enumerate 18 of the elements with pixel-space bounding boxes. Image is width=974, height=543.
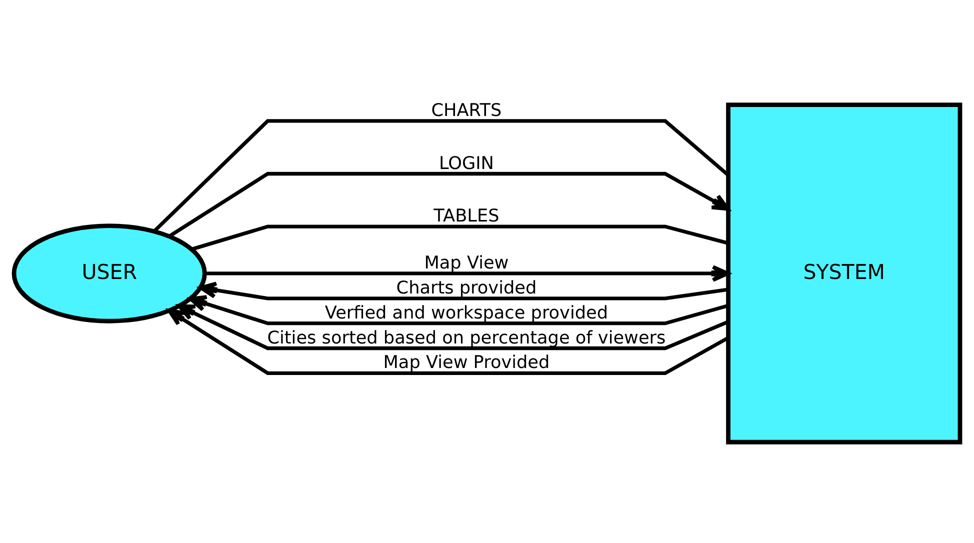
node-box: SYSTEM: [726, 102, 962, 444]
edge-label: CHARTS: [431, 100, 502, 120]
arrow: [188, 294, 728, 325]
node-ellipse: USER: [12, 223, 207, 323]
edge-label: Charts provided: [396, 278, 537, 298]
arrow: [167, 308, 729, 375]
edge-label: TABLES: [434, 206, 500, 226]
arrow: [204, 264, 730, 282]
arrow: [168, 171, 730, 238]
edge-label: Map View Provided: [383, 352, 550, 373]
edge-label: Map View: [424, 252, 509, 273]
edge-label: LOGIN: [438, 153, 494, 174]
arrow: [177, 304, 728, 350]
connector: [191, 224, 728, 251]
arrow: [198, 281, 728, 300]
connector: [153, 118, 729, 232]
edge-label: Cities sorted based on percentage of viewers: [267, 328, 666, 348]
edge-label: Verfied and workspace provided: [324, 302, 608, 323]
